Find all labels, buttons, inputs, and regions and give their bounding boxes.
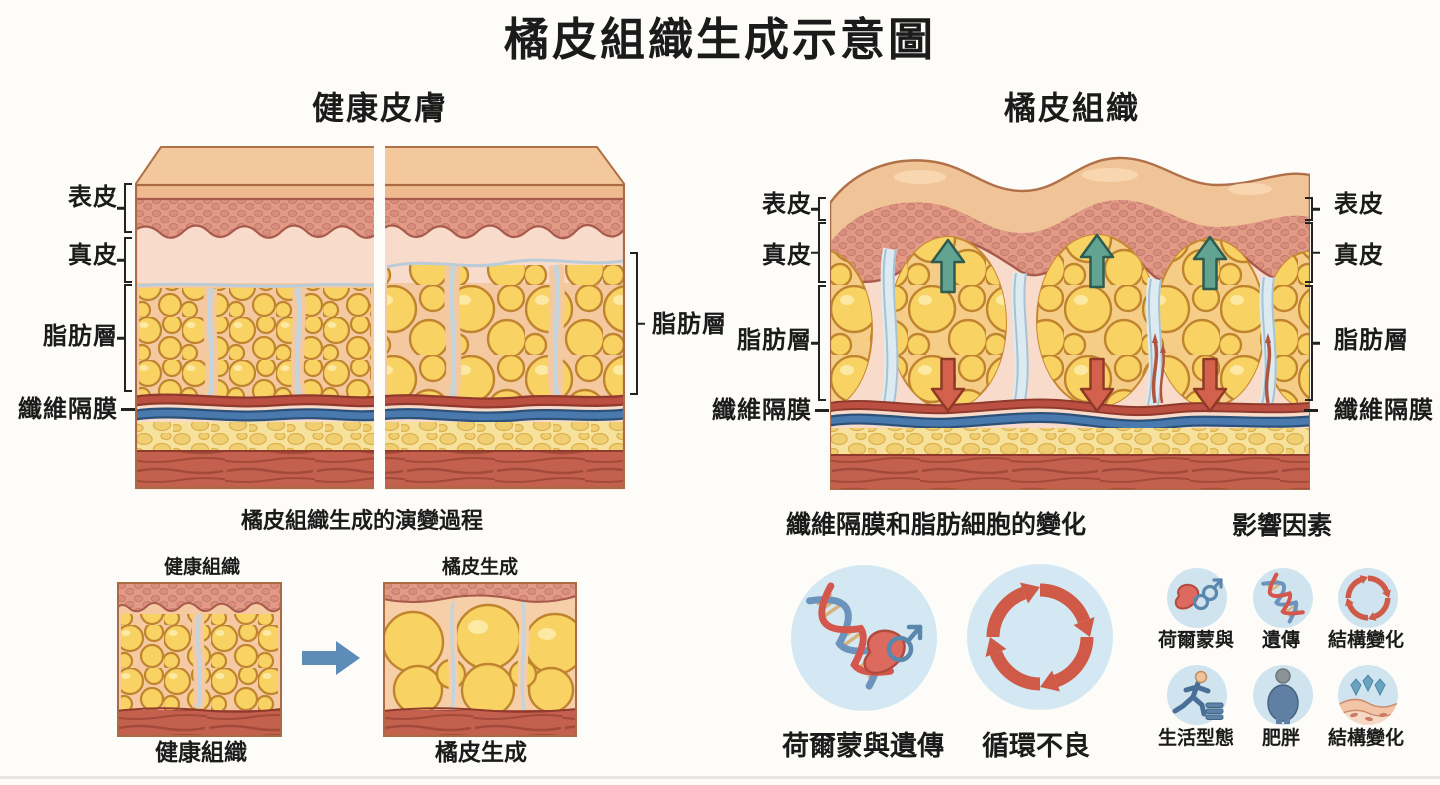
- factor-label-5: 肥胖: [1261, 728, 1300, 749]
- evolution-title: 橘皮組織生成的演變過程: [240, 508, 483, 533]
- fibrous-septa-lines: [203, 264, 565, 398]
- factor-label-3: 結構變化: [1327, 630, 1404, 651]
- bracket-dermis: [1305, 222, 1313, 283]
- changes-item1-label: 荷爾蒙與遺傳: [782, 731, 944, 761]
- pulled-septa-strands: [1151, 333, 1272, 404]
- fat-lobules: [830, 234, 1310, 410]
- label-septa-left: 纖維隔膜: [18, 396, 118, 423]
- bracket-dermis: [124, 237, 132, 283]
- factor-label-2: 遺傳: [1261, 630, 1300, 651]
- label-fat-left: 脂肪層: [737, 327, 812, 354]
- label-septa-left: 纖維隔膜: [712, 397, 812, 424]
- label-septa-right: 纖維隔膜: [1334, 397, 1434, 424]
- cycle-arrows-icon: [1338, 568, 1398, 628]
- male-symbol: [886, 624, 923, 663]
- label-epidermis-left: 表皮: [762, 191, 812, 218]
- circulation-cycle-icon: [967, 564, 1113, 710]
- bottom-edge-line: [0, 776, 1440, 779]
- panel-divider: [374, 145, 385, 490]
- process-arrow-icon: [302, 641, 360, 675]
- bracket-epidermis: [1305, 197, 1313, 221]
- cellulite-tissue-thumbnail: [383, 582, 577, 737]
- changes-item2-label: 循環不良: [982, 731, 1090, 761]
- cellulite-illustration: [830, 156, 1310, 490]
- healthy-panel-title: 健康皮膚: [311, 90, 448, 126]
- page-title: 橘皮組織生成示意圖: [503, 14, 936, 65]
- fat-cells-left: [139, 288, 371, 398]
- pebble-fat-layer: [830, 428, 1310, 455]
- bracket-epidermis: [124, 183, 132, 233]
- bracket-dermis: [818, 222, 826, 283]
- hormone-icon: [1167, 568, 1227, 628]
- bracket-fat: [818, 285, 826, 401]
- downward-pull-arrows: [930, 357, 1228, 413]
- tick-septa: [1304, 409, 1318, 412]
- label-dermis-left: 真皮: [762, 242, 812, 269]
- dna-hormone-icon: [791, 565, 937, 711]
- factor-label-1: 荷爾蒙與: [1157, 630, 1234, 651]
- skin-structure-icon: [1338, 665, 1398, 725]
- fat-cells-right: [387, 265, 623, 398]
- tick-septa: [121, 408, 135, 411]
- vessel-blue-band: [830, 414, 1310, 429]
- evolution-before-caption: 健康組織: [155, 739, 247, 765]
- bracket-fat: [1305, 285, 1313, 401]
- factor-label-6: 結構變化: [1327, 728, 1404, 749]
- dna-icon: [1253, 568, 1313, 628]
- healthy-skin-illustration: [135, 145, 625, 490]
- obese-person-icon: [1253, 665, 1313, 725]
- label-dermis-left: 真皮: [68, 242, 118, 269]
- upward-pressure-arrows: [930, 233, 1228, 294]
- running-person-icon: [1167, 665, 1227, 725]
- bracket-fat: [124, 284, 132, 392]
- bracket-epidermis: [818, 197, 826, 221]
- bracket-fat-right: [630, 252, 638, 395]
- factor-label-4: 生活型態: [1157, 728, 1234, 749]
- evolution-before-top-label: 健康組織: [163, 557, 240, 578]
- label-fat-right: 脂肪層: [652, 311, 727, 338]
- muscle-layer: [830, 455, 1310, 490]
- evolution-after-caption: 橘皮生成: [435, 739, 527, 765]
- label-fat-right: 脂肪層: [1334, 327, 1409, 354]
- healthy-tissue-thumbnail: [117, 582, 282, 737]
- label-fat-left: 脂肪層: [43, 323, 118, 350]
- tick-septa: [815, 409, 829, 412]
- evolution-after-top-label: 橘皮生成: [441, 557, 518, 578]
- changes-title: 纖維隔膜和脂肪細胞的變化: [786, 511, 1087, 539]
- label-dermis-right: 真皮: [1334, 242, 1384, 269]
- factors-title: 影響因素: [1231, 512, 1332, 540]
- label-epidermis-right: 表皮: [1334, 191, 1384, 218]
- cellulite-panel-title: 橘皮組織: [1003, 90, 1140, 126]
- label-epidermis-left: 表皮: [68, 184, 118, 211]
